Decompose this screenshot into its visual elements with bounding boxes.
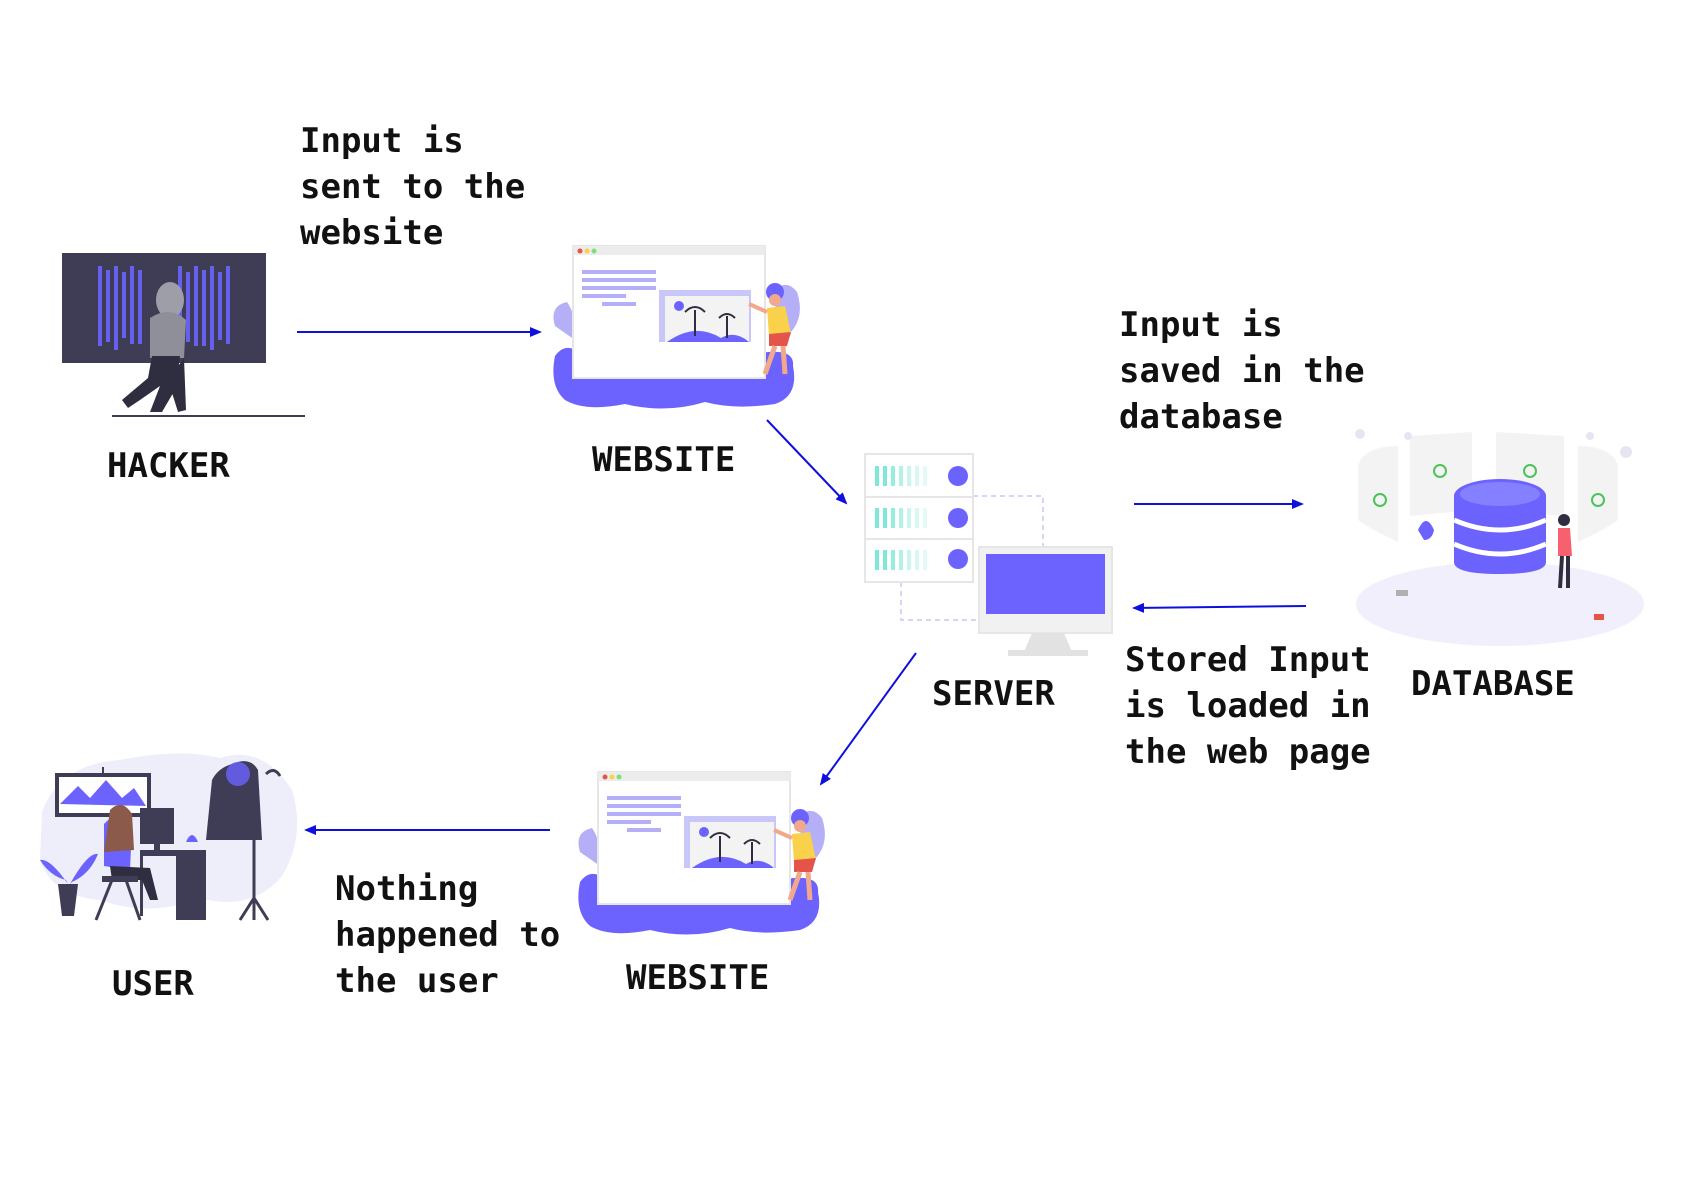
node-label-server: SERVER <box>932 674 1055 714</box>
website-top-illustration <box>553 245 800 409</box>
node-label-website-bottom: WEBSITE <box>626 958 770 998</box>
caption-nothing-happened: Nothing happened to the user <box>335 869 561 1001</box>
database-illustration <box>1355 429 1644 646</box>
caption-stored-input-loaded: Stored Input is loaded in the web page <box>1125 640 1371 772</box>
website-bottom-illustration <box>578 771 825 935</box>
node-label-user: USER <box>112 964 194 1004</box>
caption-input-saved: Input is saved in the database <box>1119 305 1365 437</box>
node-label-database: DATABASE <box>1411 664 1575 704</box>
arrow-database-to-server <box>1132 602 1307 613</box>
hacker-illustration <box>62 253 305 417</box>
arrow-website-to-server <box>766 419 848 505</box>
flow-arrows <box>297 327 1307 835</box>
server-illustration <box>864 453 1113 656</box>
user-illustration <box>40 753 298 921</box>
node-label-hacker: HACKER <box>107 446 230 486</box>
node-label-website-top: WEBSITE <box>592 440 736 480</box>
caption-input-sent: Input is sent to the website <box>300 121 526 253</box>
arrow-server-to-website <box>819 652 917 786</box>
